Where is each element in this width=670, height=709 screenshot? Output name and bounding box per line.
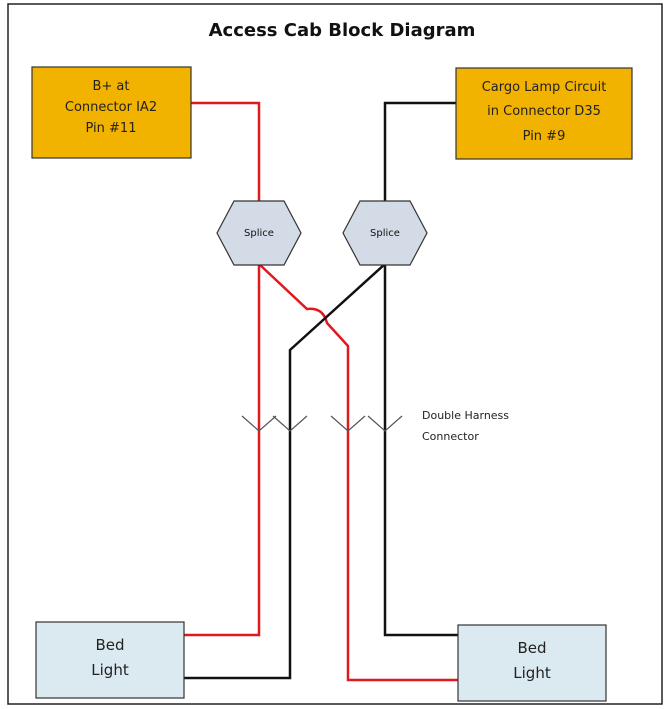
diagram-title: Access Cab Block Diagram — [209, 20, 476, 41]
bed-right-line: Light — [513, 664, 551, 682]
splice-left: Splice — [216, 200, 302, 266]
wires — [184, 101, 458, 682]
harness-label-line: Connector — [422, 430, 479, 443]
bed-right-line: Bed — [517, 639, 546, 657]
bed-left-line: Bed — [95, 636, 124, 654]
bed-light-right: Bed Light — [457, 624, 607, 702]
connector-chevron — [272, 415, 308, 432]
source-right-line: in Connector D35 — [487, 104, 601, 119]
splice-right-label: Splice — [370, 228, 400, 239]
red-wire-splice-to-right-bed — [258, 263, 458, 682]
splice-right: Splice — [342, 200, 428, 266]
source-left-line: B+ at — [92, 79, 129, 94]
source-box-b-plus: B+ at Connector IA2 Pin #11 — [31, 66, 192, 159]
double-harness-connector — [241, 415, 403, 432]
connector-chevron — [330, 415, 366, 432]
source-right-line: Pin #9 — [523, 129, 566, 144]
bed-left-line: Light — [91, 661, 129, 679]
block-diagram: Access Cab Block Diagram B+ at Connector… — [7, 3, 663, 705]
black-wire-source-to-splice — [383, 101, 457, 201]
connector-chevron — [367, 415, 403, 432]
red-wire-splice-to-left-bed — [184, 264, 261, 637]
diagram-frame: Access Cab Block Diagram B+ at Connector… — [7, 3, 663, 705]
harness-label-line: Double Harness — [422, 409, 509, 422]
source-right-line: Cargo Lamp Circuit — [482, 80, 607, 95]
source-left-line: Connector IA2 — [65, 100, 157, 115]
splice-left-label: Splice — [244, 228, 274, 239]
connector-chevron — [241, 415, 277, 432]
red-wire-source-to-splice — [190, 101, 261, 201]
bed-light-left: Bed Light — [35, 621, 185, 699]
black-wire-splice-to-left-bed — [184, 263, 386, 680]
black-wire-splice-to-right-bed — [383, 264, 458, 637]
source-box-cargo-lamp: Cargo Lamp Circuit in Connector D35 Pin … — [455, 67, 633, 160]
source-left-line: Pin #11 — [86, 121, 137, 136]
